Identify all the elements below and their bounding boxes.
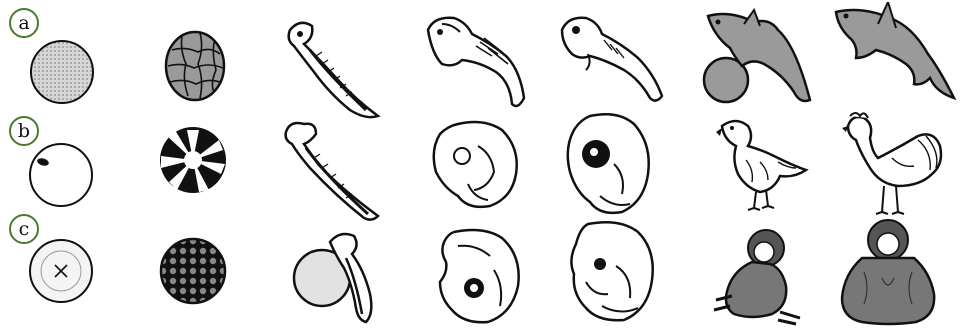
primate-late-embryo bbox=[566, 220, 661, 325]
primate-early-embryo bbox=[290, 228, 380, 326]
chicken-egg bbox=[26, 140, 96, 210]
shark-cleavage bbox=[160, 28, 230, 104]
chicken-adult bbox=[836, 112, 946, 217]
primate-juvenile bbox=[708, 226, 808, 326]
chicken-cleavage bbox=[157, 124, 229, 196]
shark-adult bbox=[832, 2, 957, 107]
row-label-a: a bbox=[9, 8, 39, 38]
chicken-juvenile bbox=[708, 112, 813, 212]
shark-mid-embryo bbox=[422, 10, 532, 112]
shark-early-embryo bbox=[280, 16, 385, 124]
chicken-mid-embryo bbox=[428, 118, 523, 210]
primate-cleavage bbox=[158, 236, 228, 306]
chicken-late-embryo bbox=[564, 112, 659, 220]
primate-adult bbox=[834, 218, 944, 326]
primate-mid-embryo bbox=[430, 226, 525, 326]
shark-juvenile bbox=[700, 8, 815, 108]
shark-egg bbox=[26, 38, 98, 106]
primate-egg bbox=[26, 236, 96, 306]
shark-late-embryo bbox=[558, 12, 668, 107]
chicken-early-embryo bbox=[280, 118, 385, 224]
